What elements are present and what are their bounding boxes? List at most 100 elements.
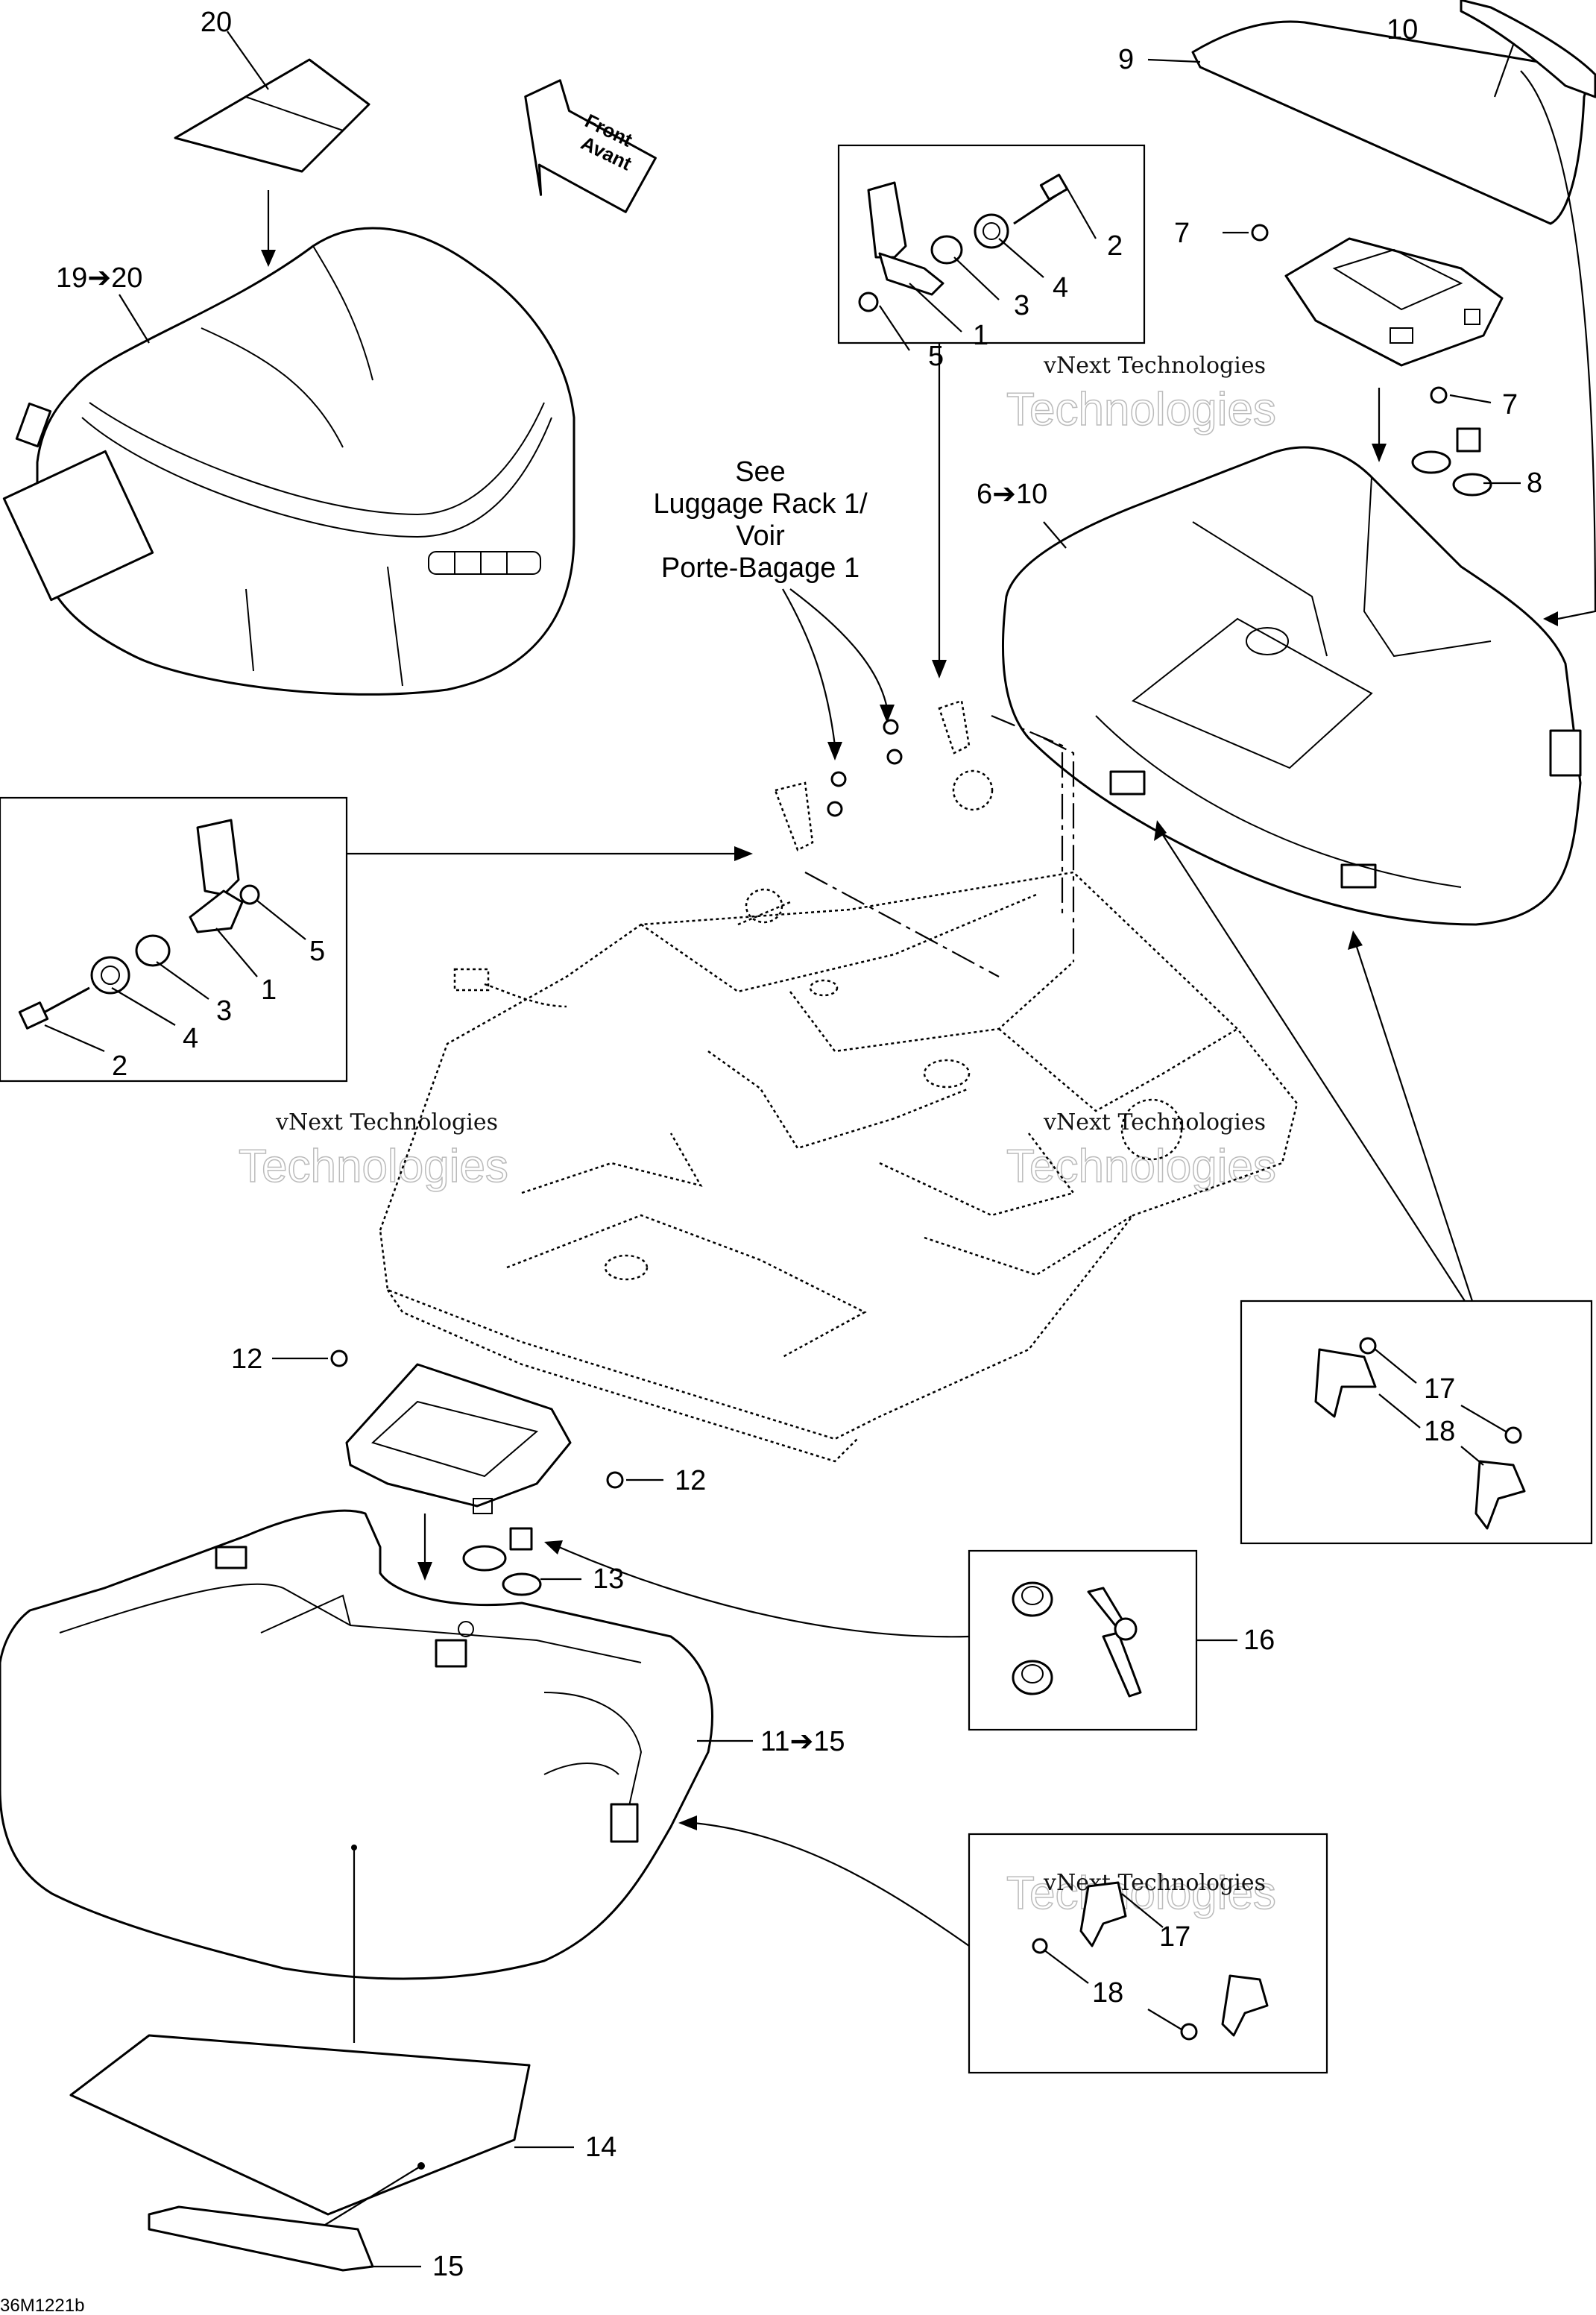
arrow-head-icon [261,250,276,267]
watermark-outline: Technologies [1006,384,1276,435]
leader-note-b [789,588,889,709]
centerline [804,872,1000,977]
callout-5: 5 [928,341,944,372]
cross-reference-note: See Luggage Rack 1/ Voir Porte-Bagage 1 [653,456,868,584]
pad-20 [174,58,370,173]
arrow-head-icon [417,1562,432,1581]
lid-pad-9 [1191,20,1593,225]
callout-20: 20 [201,7,232,38]
watermark-text: vNext Technologies [275,1109,498,1136]
arrow-clips-to-case-c [693,1821,970,1947]
callout-3-left: 3 [216,995,232,1027]
callout-3: 3 [1014,290,1029,321]
watermark-outline: Technologies [1006,1141,1276,1192]
leader-10 [1493,44,1515,98]
leader-18a [1378,1393,1421,1429]
leader-19 [119,294,150,344]
callout-7a: 7 [1174,218,1190,249]
arrow-clips-to-case-b [1355,946,1474,1302]
watermark-text: vNext Technologies [1043,1109,1266,1136]
leader-note-a [782,588,836,746]
callout-4-left: 4 [183,1023,198,1054]
callout-17a: 17 [1424,1373,1455,1405]
note-line-3: Voir [736,520,785,552]
leader-18b [1043,1949,1089,1984]
callout-12a: 12 [231,1344,262,1375]
callout-5-left: 5 [309,936,325,967]
leader-1 [909,283,962,333]
leader-4-left [111,987,176,1026]
callout-15: 15 [432,2251,464,2282]
callout-7b: 7 [1502,389,1518,421]
callout-8: 8 [1527,467,1542,499]
note-line-4: Porte-Bagage 1 [661,552,859,584]
top-case-19 [2,227,575,696]
bracket-assembly-top [858,173,1069,312]
side-case-6 [1001,446,1582,926]
leader-18a-b [1460,1446,1484,1466]
detail-box-clips-upper [1240,1300,1593,1545]
front-direction-arrow: Front Avant [524,79,657,213]
leader-17a-b [1460,1405,1507,1432]
leader-6 [1043,521,1067,549]
detail-box-lock-set [968,1549,1198,1731]
callout-18a: 18 [1424,1416,1455,1447]
watermark-text: vNext Technologies [1043,353,1266,379]
callout-9: 9 [1118,44,1134,75]
detail-box-bracket-top [837,144,1146,344]
arrow-head-icon [880,705,895,723]
lock-13 [462,1527,542,1596]
note-line-1: See [735,456,786,488]
callout-19-20: 19➔20 [56,262,142,294]
watermark-text: vNext Technologies [1043,1870,1266,1896]
callout-17b: 17 [1159,1921,1190,1953]
callout-labels: 20 19➔20 2 4 3 1 5 9 10 7 7 8 6➔10 5 1 3… [56,7,1542,2282]
mount-brackets [737,699,994,926]
pad-14 [69,2034,531,2216]
watermark-outline: Technologies [1006,1868,1276,1919]
arrow-locks-to-case [558,1546,970,1638]
leader-17a [1375,1349,1417,1384]
leader-3-left [156,961,209,1000]
arrow-head-icon [1348,930,1363,950]
dot-marker-icon [351,1845,357,1851]
leader-5-left [256,900,306,940]
leader-2 [1065,186,1097,239]
leader-18b-b [1147,2009,1182,2030]
clip-set-upper [1314,1337,1526,1530]
arrow-9-to-case [1520,70,1596,620]
bracket-12 [345,1363,572,1514]
callout-1: 1 [973,320,988,351]
callout-16: 16 [1243,1625,1275,1656]
leader-4 [998,238,1044,278]
arrow-clips-to-case-a [1162,834,1466,1302]
arrow-head-icon [1543,611,1558,626]
arrow-head-icon [734,846,753,861]
bracket-assembly-left [18,819,260,1030]
leader-3 [953,256,1000,300]
callout-2-left: 2 [112,1051,127,1082]
centerline [991,714,1064,917]
leader-1-left [215,927,258,977]
callout-6-10: 6➔10 [977,479,1047,510]
bracket-7 [1284,237,1504,367]
callout-10: 10 [1387,14,1418,45]
leader-5 [879,305,910,351]
luggage-rack-base [379,871,1299,1463]
callout-4: 4 [1053,272,1068,303]
callout-18b: 18 [1092,1977,1123,2009]
lock-8 [1411,427,1492,497]
watermark-outline: Technologies [239,1141,508,1192]
leader-9 [1147,58,1201,63]
clip-set-lower [1032,1881,1269,2041]
arrow-head-icon [678,1815,697,1830]
callout-1-left: 1 [261,974,277,1006]
callout-14: 14 [585,2132,616,2163]
leader-17b [1121,1893,1164,1928]
side-case-11 [0,1509,713,1980]
callout-2: 2 [1107,230,1123,262]
note-line-2: Luggage Rack 1/ [653,488,868,520]
callout-13: 13 [593,1563,624,1595]
leader-7b [1449,394,1492,404]
